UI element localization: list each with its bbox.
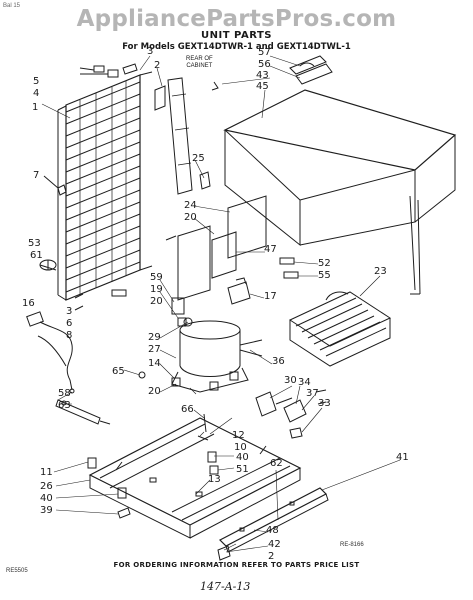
mounting-rail (218, 487, 329, 553)
callout-1: 1 (32, 102, 39, 113)
callout-39: 39 (40, 505, 53, 516)
top-clips (211, 55, 333, 91)
callout-56: 56 (258, 59, 271, 70)
callout-63: 63 (58, 400, 71, 411)
callout-45: 45 (256, 81, 269, 92)
callout-61: 61 (30, 250, 43, 261)
relay-17 (227, 277, 251, 305)
watermark: AppliancePartsPros.com (76, 6, 397, 32)
callout-34: 34 (298, 377, 311, 388)
callout-20-b: 20 (148, 386, 161, 397)
callout-66: 66 (181, 404, 194, 415)
evaporator-coil (288, 291, 392, 367)
compressor (171, 317, 263, 393)
washer-42 (217, 545, 231, 561)
callout-40-a: 40 (236, 452, 249, 463)
clip-53 (39, 259, 57, 271)
callout-58: 58 (58, 388, 71, 399)
callout-43: 43 (256, 70, 269, 81)
callout-5: 5 (33, 76, 40, 87)
leader-lines (41, 55, 401, 553)
callout-2-b: 2 (268, 551, 275, 562)
callout-24: 24 (184, 200, 197, 211)
callout-29: 29 (148, 332, 161, 343)
bolts (197, 413, 219, 475)
callout-3-b: 3 (66, 306, 73, 317)
rear-of-cabinet-note: REAR OF CABINET (186, 56, 213, 69)
bracket-25 (199, 171, 211, 190)
callout-55: 55 (318, 270, 331, 281)
callout-59: 59 (150, 272, 163, 283)
filter-drier (55, 399, 111, 425)
callout-12: 12 (232, 430, 245, 441)
diagram-title: UNIT PARTS (201, 30, 272, 41)
evaporator-cover (223, 89, 457, 295)
plugs (279, 257, 299, 279)
callout-62: 62 (270, 458, 283, 469)
screw-7 (43, 175, 67, 196)
callout-4: 4 (33, 88, 40, 99)
callout-57: 57 (258, 47, 271, 58)
callout-51: 51 (236, 464, 249, 475)
callout-20-a: 20 (150, 296, 163, 307)
callout-10: 10 (234, 442, 247, 453)
callout-19: 19 (150, 284, 163, 295)
callout-16: 16 (22, 298, 35, 309)
callout-8: 8 (66, 330, 73, 341)
top-code: Bal 15 (3, 3, 21, 9)
ordering-footer: FOR ORDERING INFORMATION REFER TO PARTS … (113, 561, 360, 569)
wire-harness (26, 311, 75, 394)
callout-53: 53 (28, 238, 41, 249)
callout-30: 30 (284, 375, 297, 386)
callout-26: 26 (40, 481, 53, 492)
callout-3: 3 (147, 46, 154, 57)
callout-40-b: 40 (40, 493, 53, 504)
handwritten-page-mark: 147-A-13 (200, 580, 251, 593)
callout-65: 65 (112, 366, 125, 377)
callout-41: 41 (396, 452, 409, 463)
callout-52: 52 (318, 258, 331, 269)
callout-27: 27 (148, 344, 161, 355)
callout-11: 11 (40, 467, 53, 478)
callout-25: 25 (192, 153, 205, 164)
callout-33: 33 (318, 398, 331, 409)
callout-6: 6 (66, 318, 73, 329)
callout-14: 14 (148, 358, 161, 369)
callout-23: 23 (374, 266, 387, 277)
callout-20-c: 20 (184, 212, 197, 223)
condenser-fasteners (79, 63, 138, 78)
callout-13: 13 (208, 474, 221, 485)
rear-panels (165, 195, 267, 301)
callout-48: 48 (266, 525, 279, 536)
leveling-feet (87, 457, 131, 519)
diagram-subtitle: For Models GEXT14DTWR-1 and GEXT14DTWL-1 (122, 42, 351, 52)
callout-2: 2 (154, 60, 161, 71)
callout-42: 42 (268, 539, 281, 550)
callout-36: 36 (272, 356, 285, 367)
mount-hardware (74, 289, 187, 327)
condenser-coil (57, 71, 153, 301)
callout-17: 17 (264, 291, 277, 302)
callout-47: 47 (264, 244, 277, 255)
diagram-code: RE-8166 (340, 542, 364, 548)
callout-37: 37 (306, 388, 319, 399)
callout-7: 7 (33, 170, 40, 181)
fan-assembly (255, 389, 327, 439)
base-frame (88, 417, 302, 539)
corner-code: RE5505 (6, 568, 28, 574)
coil-bracket (154, 77, 193, 195)
